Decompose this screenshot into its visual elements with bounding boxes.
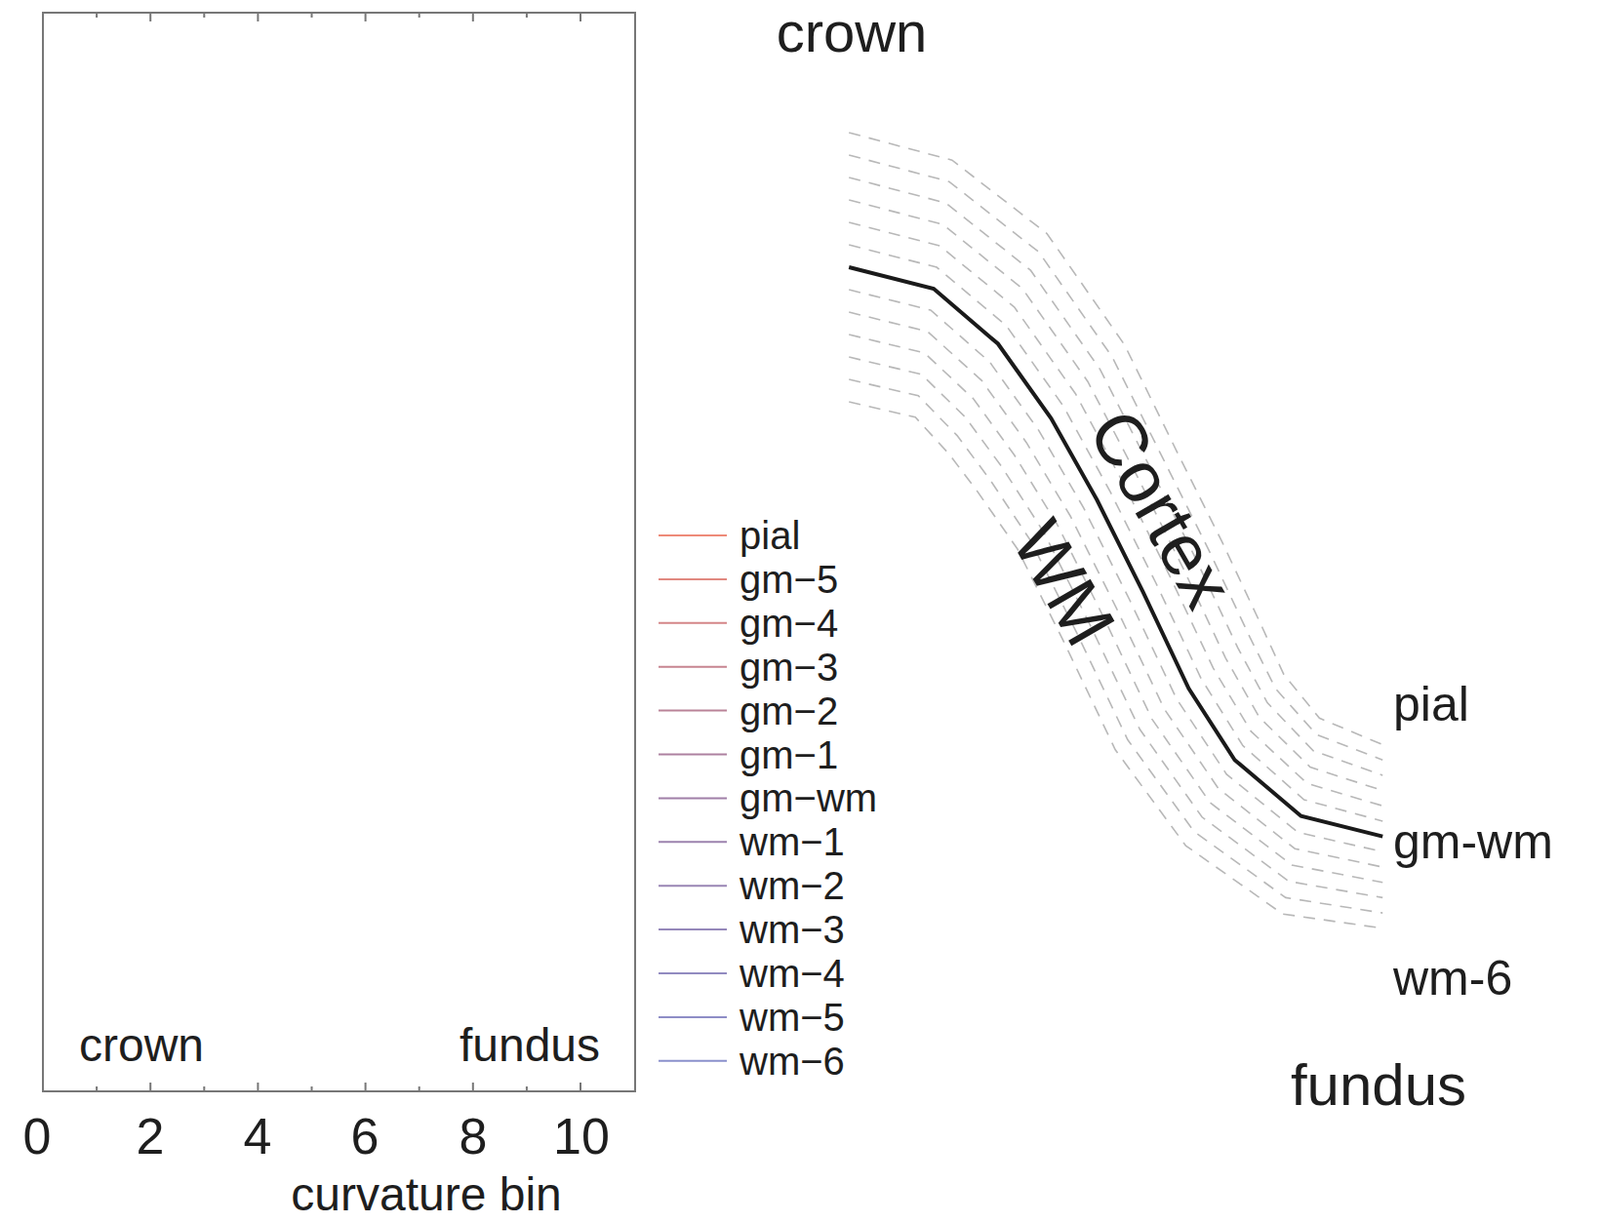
legend-line [658,884,727,887]
legend-text: gm−3 [739,647,839,687]
tick-mark [95,12,98,18]
layer-label: gm-wm [1393,817,1554,867]
tick-mark [256,1082,259,1092]
tick-label: 6 [351,1111,380,1162]
tick-mark [364,12,367,22]
layer-surface [848,312,1383,868]
legend-line [658,754,727,757]
legend-text: wm−1 [739,822,845,862]
tick-label: 0 [23,1111,52,1162]
tick-mark [41,1082,44,1092]
heading-label: crown [776,3,928,61]
tick-mark [202,12,205,18]
tick-mark [472,12,475,22]
legend-line [658,797,727,800]
legend-text: gm−5 [739,560,839,600]
legend-text: gm−2 [739,691,839,731]
tick-label: 4 [243,1111,273,1162]
tick-mark [472,1082,475,1092]
cortex-layers [848,132,1383,929]
tick-mark [311,12,314,18]
layer-surface [848,222,1383,806]
legend-text: gm−4 [739,603,839,643]
layer-surface [848,289,1383,852]
tick-mark [579,12,582,22]
plot-label: crown [79,1022,204,1070]
tick-mark [202,1086,205,1092]
legend-line [658,710,727,713]
tick-mark [364,1082,367,1092]
axis-title: curvature bin [290,1171,561,1219]
legend-text: wm−4 [739,954,845,994]
legend-text: wm−5 [739,998,845,1038]
legend-line [658,972,727,975]
layer-surface [848,200,1383,792]
legend-text: wm−2 [739,866,845,906]
legend-line [658,666,727,669]
legend-line [658,578,727,581]
region-label: WM [1000,510,1127,658]
tick-mark [95,1086,98,1092]
tick-mark [525,12,528,18]
layer-surface [848,177,1383,776]
layer-surface [848,132,1383,746]
layer-surface [848,244,1383,822]
tick-mark [418,12,421,18]
tick-mark [311,1086,314,1092]
layer-surface [848,379,1383,914]
tick-label: 2 [136,1111,165,1162]
tick-mark [256,12,259,22]
tick-mark [149,12,152,22]
legend-line [658,534,727,537]
tick-label: 8 [459,1111,488,1162]
layer-label: pial [1393,680,1470,729]
layer-label: wm-6 [1393,954,1513,1003]
tick-mark [41,12,44,22]
tick-mark [149,1082,152,1092]
axis-ticks [42,12,581,1092]
layer-surface [848,334,1383,883]
tick-label: 10 [553,1111,610,1162]
legend-text: gm−1 [739,735,839,775]
legend-line [658,928,727,931]
tick-mark [418,1086,421,1092]
legend-text: gm−wm [739,778,878,818]
tick-mark [579,1082,582,1092]
legend-line [658,1016,727,1019]
legend-line [658,622,727,625]
legend-text: wm−6 [739,1041,845,1081]
layer-surface [848,155,1383,760]
tick-mark [525,1086,528,1092]
gm-wm-boundary [848,267,1383,838]
heading-label: fundus [1290,1056,1467,1116]
legend-text: pial [739,516,800,556]
legend-text: wm−3 [739,910,845,950]
legend-line [658,840,727,843]
legend-line [658,1060,727,1063]
plot-label: fundus [459,1022,600,1070]
plot-frame [42,12,636,1092]
